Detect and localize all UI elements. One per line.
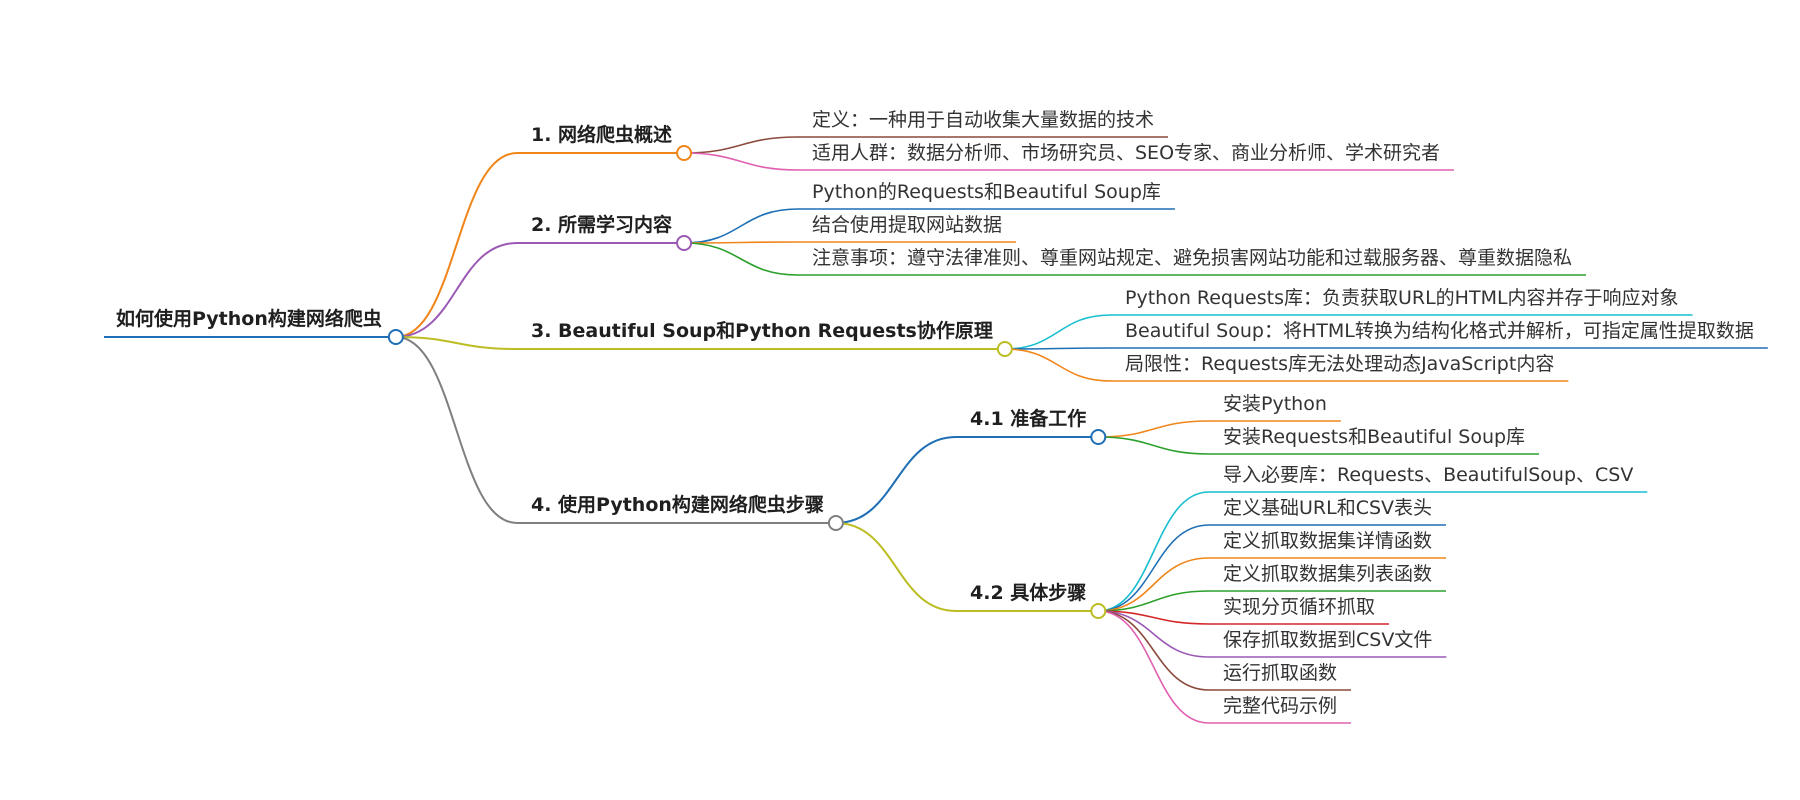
leaf-connector <box>1097 420 1210 438</box>
leaf-connector <box>683 208 799 244</box>
leaf-beautifulsoup-role[interactable]: Beautiful Soup：将HTML转换为结构化格式并解析，可指定属性提取数… <box>1125 320 1754 342</box>
leaf-connector <box>1004 347 1112 350</box>
leaf-connector <box>1097 524 1210 612</box>
leaf-step-define-url[interactable]: 定义基础URL和CSV表头 <box>1223 497 1433 519</box>
leaf-connector <box>1097 610 1210 691</box>
leaf-connector <box>683 242 799 276</box>
sub-branch-connector <box>834 522 957 612</box>
branch-steps-label[interactable]: 4. 使用Python构建网络爬虫步骤 <box>531 494 824 516</box>
leaf-combined-use[interactable]: 结合使用提取网站数据 <box>812 214 1003 236</box>
leaf-requests-role[interactable]: Python Requests库：负责获取URL的HTML内容并存于响应对象 <box>1125 287 1679 309</box>
leaf-step-save-csv[interactable]: 保存抓取数据到CSV文件 <box>1223 629 1433 651</box>
leaf-connector <box>1097 491 1210 612</box>
leaf-connector <box>1004 348 1112 382</box>
leaf-libraries[interactable]: Python的Requests和Beautiful Soup库 <box>812 181 1161 203</box>
leaf-connector <box>683 136 799 154</box>
branch-collapse-knob[interactable] <box>676 235 693 251</box>
leaf-step-pagination[interactable]: 实现分页循环抓取 <box>1223 596 1376 618</box>
leaf-install-libraries[interactable]: 安装Requests和Beautiful Soup库 <box>1223 426 1526 448</box>
root-connector <box>394 336 518 350</box>
leaf-step-import[interactable]: 导入必要库：Requests、BeautifulSoup、CSV <box>1223 464 1634 486</box>
root-collapse-knob[interactable] <box>387 329 404 345</box>
branch-overview-label[interactable]: 1. 网络爬虫概述 <box>531 124 673 146</box>
leaf-connector <box>683 241 799 244</box>
root-connector <box>394 152 518 338</box>
leaf-connector <box>1097 610 1210 724</box>
sub-branch-collapse-knob[interactable] <box>1090 603 1107 619</box>
leaf-connector <box>1097 436 1210 455</box>
leaf-definition[interactable]: 定义：一种用于自动收集大量数据的技术 <box>812 109 1155 131</box>
leaf-step-full-code[interactable]: 完整代码示例 <box>1223 695 1338 717</box>
branch-principle-label[interactable]: 3. Beautiful Soup和Python Requests协作原理 <box>531 320 993 342</box>
leaf-connector <box>1004 314 1112 350</box>
sub-branch-preparation-label[interactable]: 4.1 准备工作 <box>970 408 1087 430</box>
leaf-step-detail-func[interactable]: 定义抓取数据集详情函数 <box>1223 530 1433 552</box>
mindmap-root-label[interactable]: 如何使用Python构建网络爬虫 <box>116 308 382 330</box>
branch-collapse-knob[interactable] <box>996 341 1013 357</box>
leaf-audience[interactable]: 适用人群：数据分析师、市场研究员、SEO专家、商业分析师、学术研究者 <box>812 142 1441 164</box>
leaf-install-python[interactable]: 安装Python <box>1223 393 1327 415</box>
branch-collapse-knob[interactable] <box>676 145 693 161</box>
branch-learning-label[interactable]: 2. 所需学习内容 <box>531 214 673 236</box>
leaf-connector <box>683 152 799 171</box>
root-connector <box>394 242 518 338</box>
leaf-connector <box>1097 610 1210 625</box>
leaf-step-run[interactable]: 运行抓取函数 <box>1223 662 1338 684</box>
sub-branch-connector <box>834 436 957 524</box>
branch-collapse-knob[interactable] <box>827 515 844 531</box>
leaf-cautions[interactable]: 注意事项：遵守法律准则、尊重网站规定、避免损害网站功能和过载服务器、尊重数据隐私 <box>812 247 1573 269</box>
leaf-connector <box>1097 590 1210 612</box>
leaf-limitation[interactable]: 局限性：Requests库无法处理动态JavaScript内容 <box>1125 353 1555 375</box>
sub-branch-procedure-label[interactable]: 4.2 具体步骤 <box>970 582 1087 604</box>
root-connector <box>394 336 518 524</box>
sub-branch-collapse-knob[interactable] <box>1090 429 1107 445</box>
leaf-connector <box>1097 557 1210 612</box>
leaf-step-list-func[interactable]: 定义抓取数据集列表函数 <box>1223 563 1433 585</box>
leaf-connector <box>1097 610 1210 658</box>
